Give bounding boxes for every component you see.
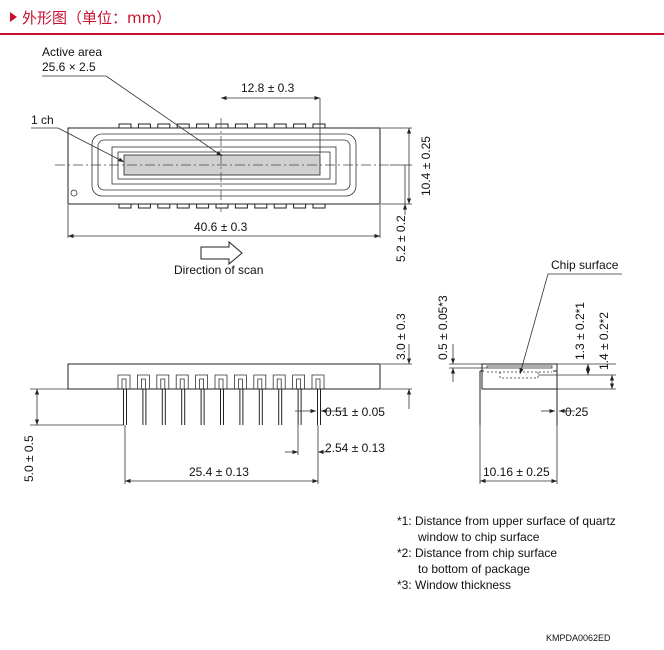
top-pin-upper [273,123,287,129]
note-1: *1: Distance from upper surface of quart… [397,514,616,528]
side-pin [272,374,286,425]
top-pin-upper [293,123,307,129]
top-pin-upper [118,123,132,129]
dim-offset: 5.2 ± 0.2 [394,215,408,262]
doc-code: KMPDA0062ED [546,633,611,643]
top-pins-upper [118,123,326,129]
dim-half-width: 12.8 ± 0.3 [241,81,295,95]
dim-length: 40.6 ± 0.3 [194,220,248,234]
top-pin-upper [157,123,171,129]
page-title: 外形图（单位：mm） [22,9,172,27]
side-pin [253,374,267,425]
side-pin [156,374,170,425]
top-pin-lower [157,203,171,209]
dim-chip1: 1.3 ± 0.2*1 [573,302,587,360]
side-pin [117,374,131,425]
side-pin [175,374,189,425]
ch1-label: 1 ch [31,113,54,127]
package-outline [67,127,381,205]
top-pins-lower [118,203,326,209]
note-2-cont: to bottom of package [418,562,530,576]
side-pin [195,374,208,425]
dim-window: 0.5 ± 0.05*3 [436,295,450,360]
active-area-leader [105,75,223,157]
note-2: *2: Distance from chip surface [397,546,557,560]
side-pin [311,374,325,425]
scan-direction-arrow-icon [200,240,243,266]
top-view: Active area 25.6 × 2.5 1 ch 12.8 ± 0.3 4… [31,45,433,277]
top-pin-lower [312,203,326,209]
top-pin-lower [196,203,210,209]
bullet-triangle-icon [10,12,17,22]
top-pin-lower [176,203,190,209]
dim-lead: 0.25 [565,405,589,419]
dim-pin-width: 0.51 ± 0.05 [325,405,385,419]
dim-row-spacing: 10.16 ± 0.25 [483,465,550,479]
dim-chip2: 1.4 ± 0.2*2 [597,312,611,370]
side-pins [117,374,325,425]
chip-surface-leader [519,273,549,375]
dim-body-height: 3.0 ± 0.3 [394,313,408,360]
dim-pin-pitch: 2.54 ± 0.13 [325,441,385,455]
top-pin-upper [254,123,268,129]
side-package-body [67,363,381,390]
ch1-leader [57,127,125,163]
top-pin-lower [293,203,307,209]
active-area-label: Active area [42,45,102,59]
top-pin-upper [137,123,151,129]
top-pin-upper [215,123,229,129]
chip-outline-inner [117,151,331,180]
top-pin-lower [273,203,287,209]
top-pin-lower [234,203,248,209]
top-pin-lower [254,203,268,209]
dim-pin-span: 25.4 ± 0.13 [189,465,249,479]
note-3: *3: Window thickness [397,578,511,592]
chip-surface-label: Chip surface [551,258,619,272]
end-view: Chip surface 0.5 ± 0.05*3 1.3 ± 0.2*1 1.… [436,258,622,484]
side-pin [137,374,150,425]
chip-outline-outer [111,146,337,185]
top-pin-lower [137,203,151,209]
top-pin-upper [312,123,326,129]
top-pin-upper [234,123,248,129]
dim-pin-length: 5.0 ± 0.5 [22,435,36,482]
scan-direction-label: Direction of scan [174,263,263,277]
side-pin [214,374,228,425]
top-pin-upper [196,123,210,129]
header-divider [0,33,664,35]
dim-height: 10.4 ± 0.25 [419,136,433,196]
side-pin [234,374,247,425]
side-pin [292,374,305,425]
footnotes: *1: Distance from upper surface of quart… [397,514,616,592]
note-1-cont: window to chip surface [417,530,540,544]
index-mark [70,189,78,197]
side-view: 3.0 ± 0.3 5.0 ± 0.5 0.51 ± 0.05 2.54 ± 0… [22,313,412,484]
header: 外形图（单位：mm） [0,0,664,35]
top-pin-lower [118,203,132,209]
top-pin-lower [215,203,229,209]
active-area-size: 25.6 × 2.5 [42,60,96,74]
end-window [486,365,553,369]
